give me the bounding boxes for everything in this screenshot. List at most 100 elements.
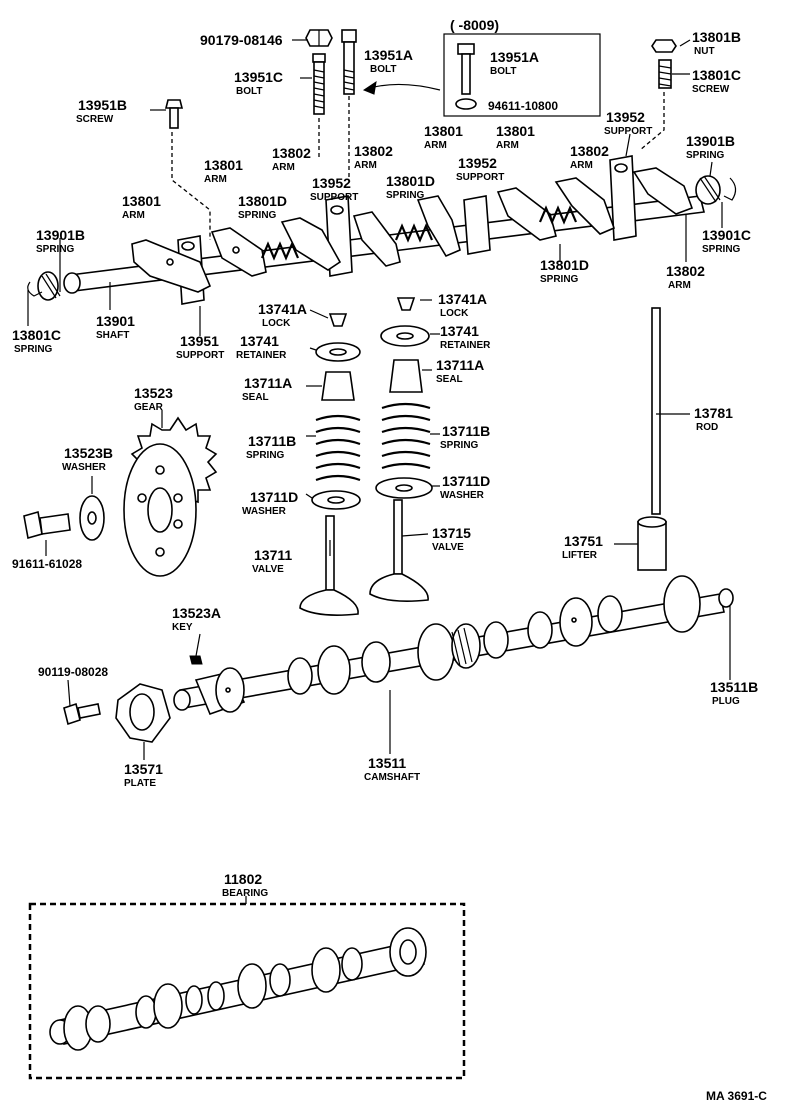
part-number: 13801 <box>424 123 463 139</box>
part-name: ARM <box>570 160 593 171</box>
part-number: 13711B <box>442 423 490 439</box>
part-name: SCREW <box>692 84 730 95</box>
part-name: WASHER <box>62 462 107 473</box>
part-name: SPRING <box>702 244 741 255</box>
part-name: SEAL <box>242 392 269 403</box>
rocker-arm-drawing <box>632 167 694 215</box>
part-number: 11802 <box>224 871 262 887</box>
guide-line <box>171 132 211 240</box>
part-name: SPRING <box>540 274 579 285</box>
part-name: SUPPORT <box>604 126 652 137</box>
part-name: LOCK <box>262 318 291 329</box>
part-name: RETAINER <box>236 350 287 361</box>
part-number: 13801 <box>496 123 535 139</box>
part-number: 13781 <box>694 405 733 421</box>
part-number: 13571 <box>124 761 163 777</box>
part-number: 13801B <box>692 29 741 45</box>
part-name: PLUG <box>712 696 740 707</box>
shaft-spring-drawing <box>394 223 434 243</box>
rocker-arm-drawing <box>131 239 212 293</box>
part-name: ARM <box>272 162 295 173</box>
support-13952-r-drawing <box>609 155 637 241</box>
part-name: SPRING <box>238 210 277 221</box>
part-number: 13523 <box>134 385 173 401</box>
part-number: 13802 <box>354 143 393 159</box>
part-name: RETAINER <box>440 340 491 351</box>
part-number: 13741A <box>438 291 487 307</box>
nut-13801b-drawing <box>651 39 677 53</box>
part-number: 13901B <box>686 133 735 149</box>
part-number: 13801C <box>692 67 741 83</box>
part-number: 13951A <box>364 47 413 63</box>
camshaft-drawing <box>173 575 725 716</box>
bolt-13951c-drawing <box>312 53 326 115</box>
part-name: CAMSHAFT <box>364 772 420 783</box>
part-number: 90119-08028 <box>38 665 108 679</box>
part-number: 13741A <box>258 301 307 317</box>
part-name: VALVE <box>252 564 284 575</box>
rocker-arm-drawing <box>280 217 342 271</box>
part-number: 13711B <box>248 433 296 449</box>
part-number: 13901C <box>702 227 751 243</box>
part-number: 90179-08146 <box>200 32 283 48</box>
support-13952-m-drawing <box>463 195 491 255</box>
part-name: SHAFT <box>96 330 129 341</box>
part-name: ARM <box>354 160 377 171</box>
key-13523a-drawing <box>189 655 203 665</box>
part-number: 13711A <box>244 375 292 391</box>
part-name: VALVE <box>432 542 464 553</box>
part-name: SPRING <box>246 450 285 461</box>
valve-train-left-drawing <box>299 313 361 616</box>
part-name: BOLT <box>236 86 262 97</box>
part-name: LOCK <box>440 308 469 319</box>
rocker-arm-drawing <box>554 177 616 235</box>
part-name: SPRING <box>686 150 725 161</box>
part-name: BOLT <box>370 64 396 75</box>
part-number: 13901B <box>36 227 85 243</box>
guide-line <box>639 92 665 151</box>
part-number: 13801D <box>238 193 287 209</box>
part-name: PLATE <box>124 778 156 789</box>
bolt-arrow-line <box>369 83 441 91</box>
arrow-head-icon <box>362 80 377 95</box>
part-number: 13741 <box>440 323 479 339</box>
part-number: 94611-10800 <box>488 99 558 113</box>
part-name: ARM <box>424 140 447 151</box>
screw-13951b-drawing <box>164 99 184 129</box>
part-number: 13951A <box>490 49 539 65</box>
part-number: 13952 <box>312 175 351 191</box>
part-number: 13711A <box>436 357 484 373</box>
part-number: 13951B <box>78 97 127 113</box>
part-number: 13952 <box>458 155 497 171</box>
bolt-90119-drawing <box>63 702 101 726</box>
part-name: LIFTER <box>562 550 598 561</box>
shaft-spring-drawing <box>538 205 578 225</box>
valve-train-right-drawing <box>369 297 433 602</box>
part-name: SCREW <box>76 114 114 125</box>
part-labels: 90179-08146 13951A BOLT 13951C BOLT ( -8… <box>12 17 767 1103</box>
part-name: SPRING <box>386 190 425 201</box>
part-number: 13951 <box>180 333 219 349</box>
part-number: 13802 <box>272 145 311 161</box>
part-number: 13952 <box>606 109 645 125</box>
bearing-camshaft-drawing <box>49 927 427 1051</box>
part-name: ARM <box>204 174 227 185</box>
bolt-13951a-drawing <box>341 29 357 95</box>
part-number: 13802 <box>570 143 609 159</box>
part-name: GEAR <box>134 402 164 413</box>
part-number: 13901 <box>96 313 135 329</box>
part-name: SUPPORT <box>310 192 358 203</box>
part-name: SEAL <box>436 374 463 385</box>
bearing-dashed-box <box>28 902 466 1080</box>
part-name: WASHER <box>242 506 287 517</box>
part-number: 13801 <box>204 157 243 173</box>
part-number: 13741 <box>240 333 279 349</box>
inset-box <box>443 33 601 117</box>
part-number: 13711D <box>442 473 490 489</box>
part-name: ROD <box>696 422 718 433</box>
plate-13571-drawing <box>115 683 171 743</box>
part-number: 13715 <box>432 525 471 541</box>
rocker-arm-drawing <box>210 227 267 277</box>
part-number: 13523A <box>172 605 221 621</box>
